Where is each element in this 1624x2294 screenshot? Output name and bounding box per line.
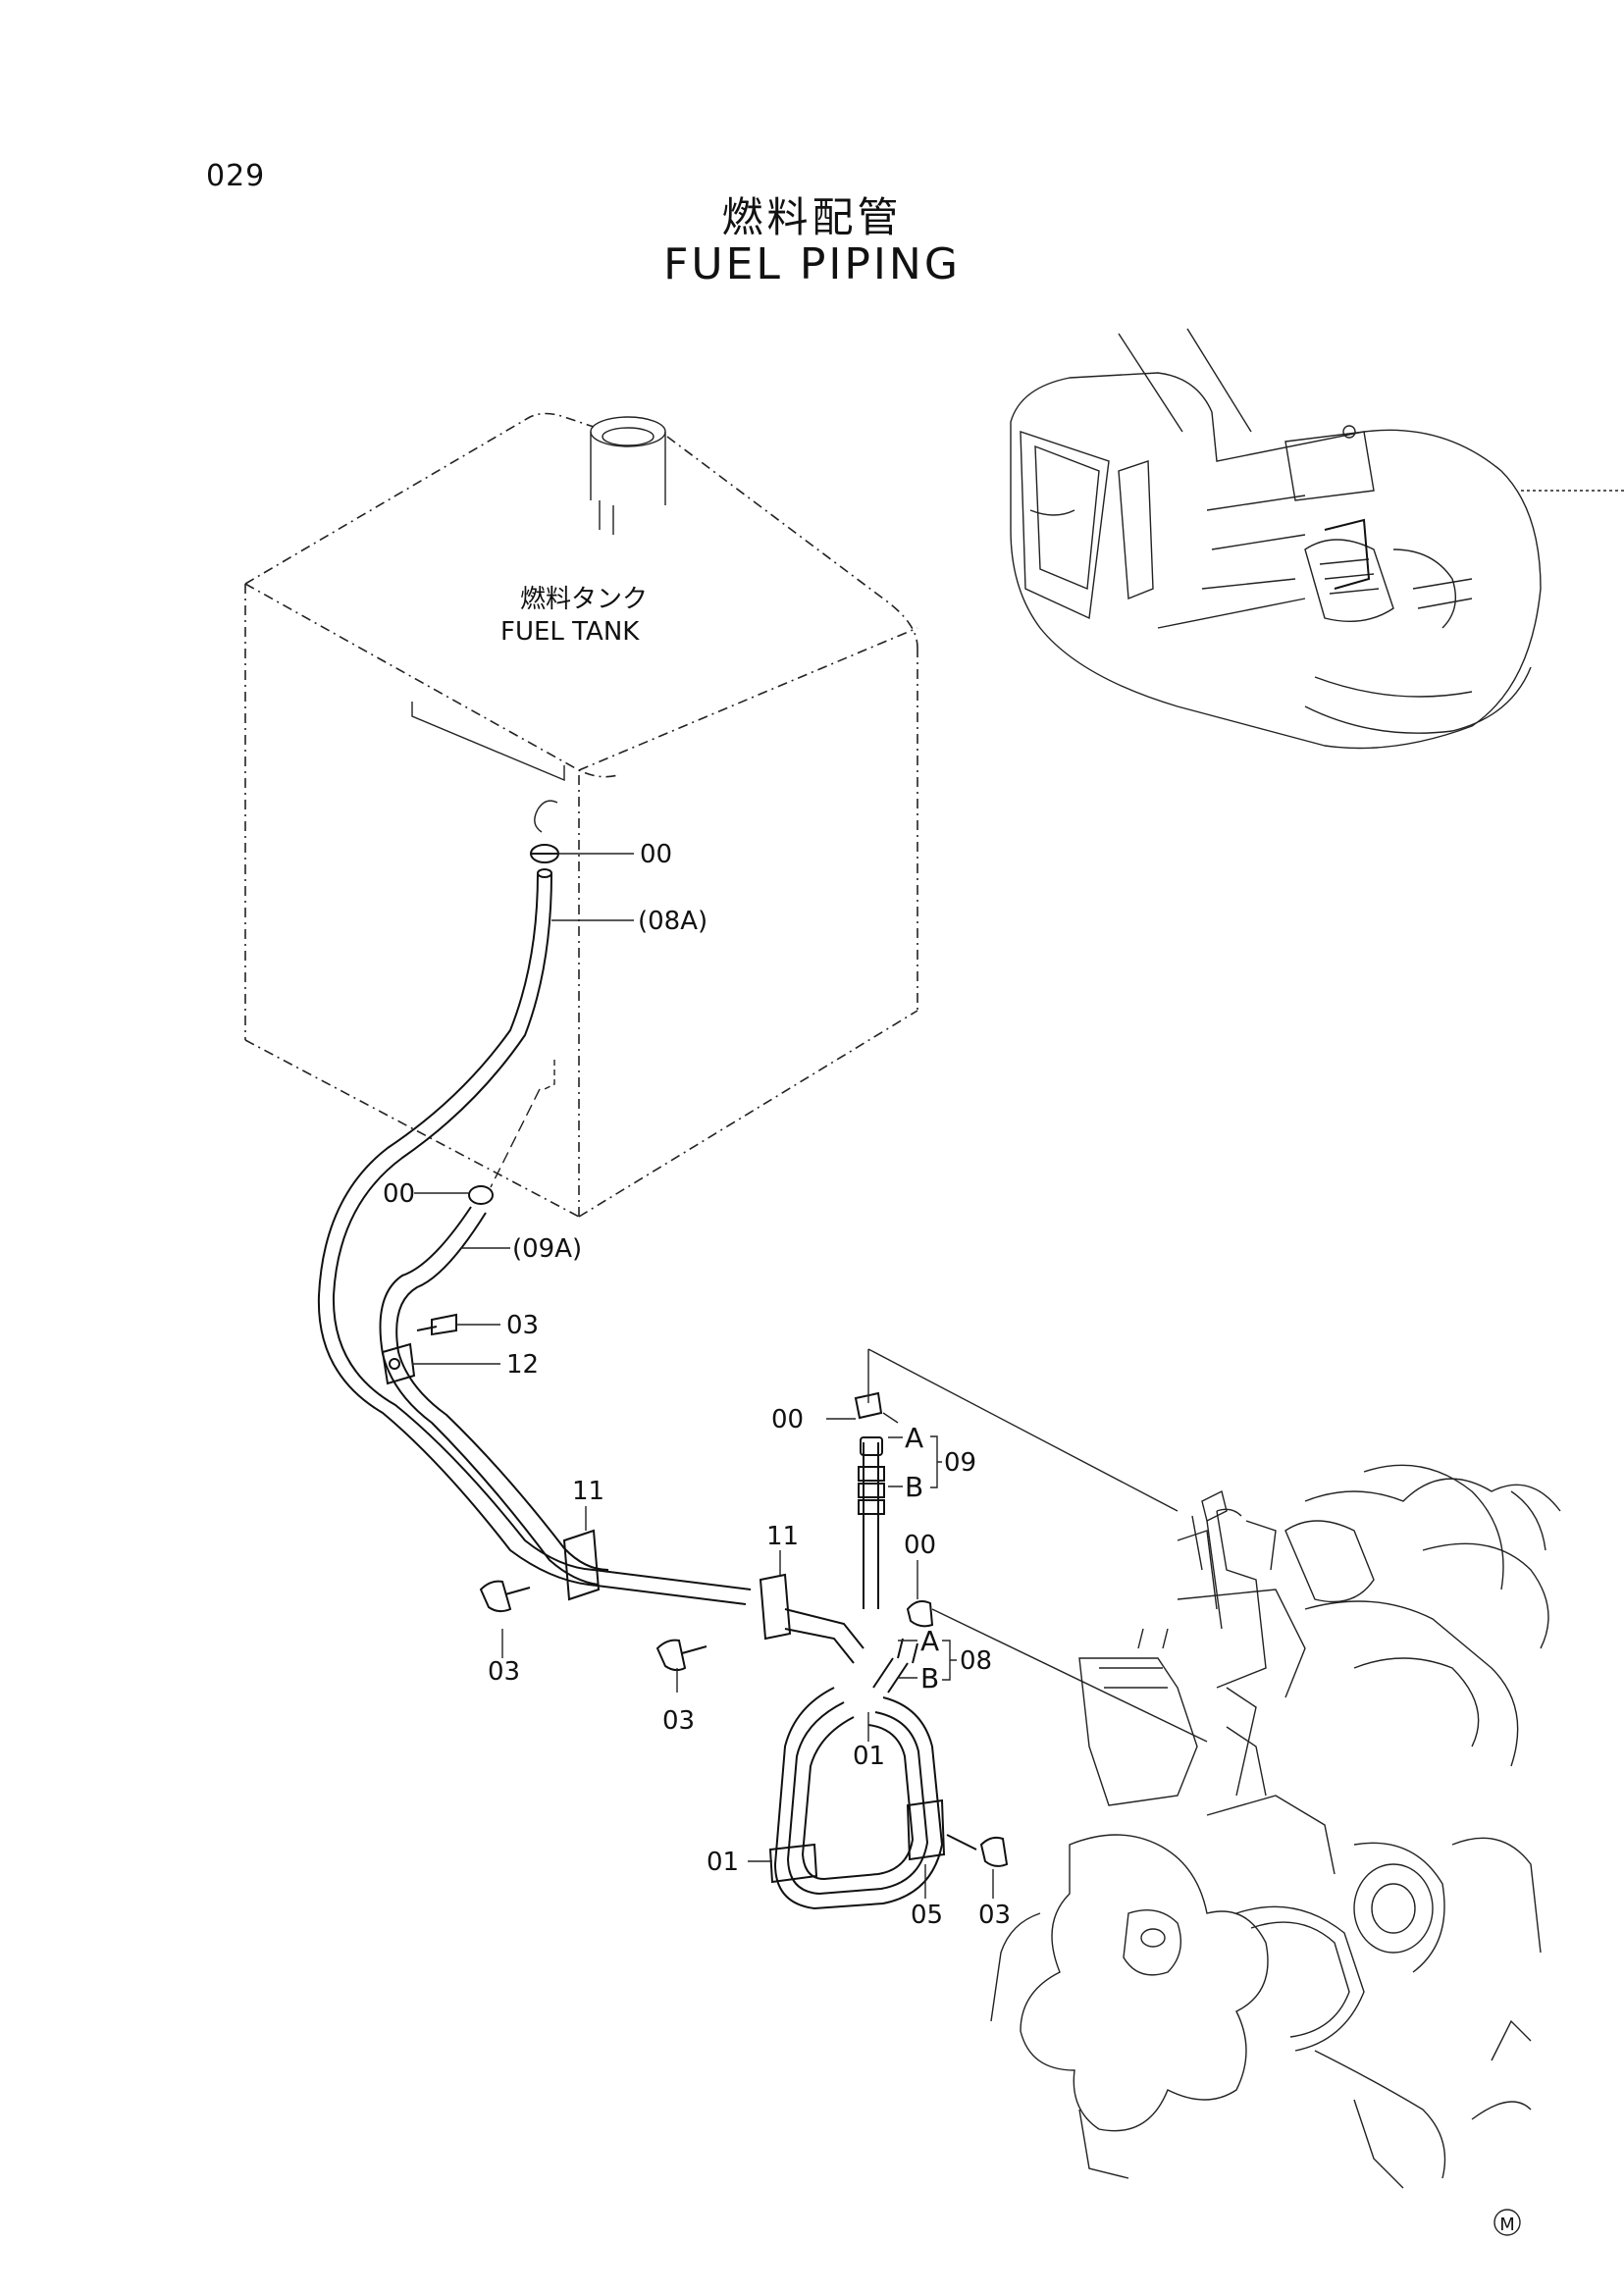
callout-b-08: B (920, 1662, 939, 1694)
callout-03-bolt-center: 03 (662, 1706, 695, 1736)
callout-11-clamp-right: 11 (766, 1522, 799, 1551)
callout-03-bolt-right: 03 (978, 1901, 1011, 1930)
fuel-hoses (317, 844, 1009, 1910)
callout-00-clamp-top: 00 (640, 840, 672, 869)
callout-08a-hose: (08A) (638, 907, 707, 936)
leader-lines (412, 853, 1208, 1899)
page-number: 029 (206, 159, 266, 193)
callout-a-08: A (920, 1625, 939, 1657)
callout-01-pipe-upper: 01 (853, 1742, 885, 1771)
callout-09-hose: 09 (944, 1448, 976, 1478)
title-english: FUEL PIPING (663, 239, 961, 289)
engine-illustration (990, 1464, 1561, 2189)
fuel-tank-label-jp: 燃料タンク (520, 585, 648, 614)
fuel-tank-label-en: FUEL TANK (500, 617, 640, 647)
callout-00-clip: 00 (771, 1405, 804, 1434)
callout-11-clamp-left: 11 (572, 1477, 604, 1506)
callout-a-09: A (905, 1422, 923, 1454)
callout-01-pipe-lower: 01 (707, 1848, 739, 1877)
m-mark: M (1499, 2215, 1515, 2235)
callout-05-clamp: 05 (911, 1901, 943, 1930)
callout-08-hose: 08 (960, 1646, 992, 1676)
callout-12-clamp: 12 (506, 1350, 539, 1380)
callout-03-bolt-upper: 03 (506, 1311, 539, 1340)
title-japanese: 燃料配管 (721, 193, 903, 241)
m-mark-circle (1493, 2209, 1521, 2236)
fuel-tank-illustration (244, 412, 918, 1218)
callout-03-bolt-left: 03 (488, 1657, 520, 1687)
callout-00-fitting: 00 (904, 1531, 936, 1560)
callout-00-clamp-middle: 00 (383, 1179, 415, 1209)
callout-09a-hose: (09A) (512, 1234, 582, 1264)
excavator-inset-illustration (1010, 328, 1624, 750)
callout-b-09: B (905, 1471, 923, 1503)
